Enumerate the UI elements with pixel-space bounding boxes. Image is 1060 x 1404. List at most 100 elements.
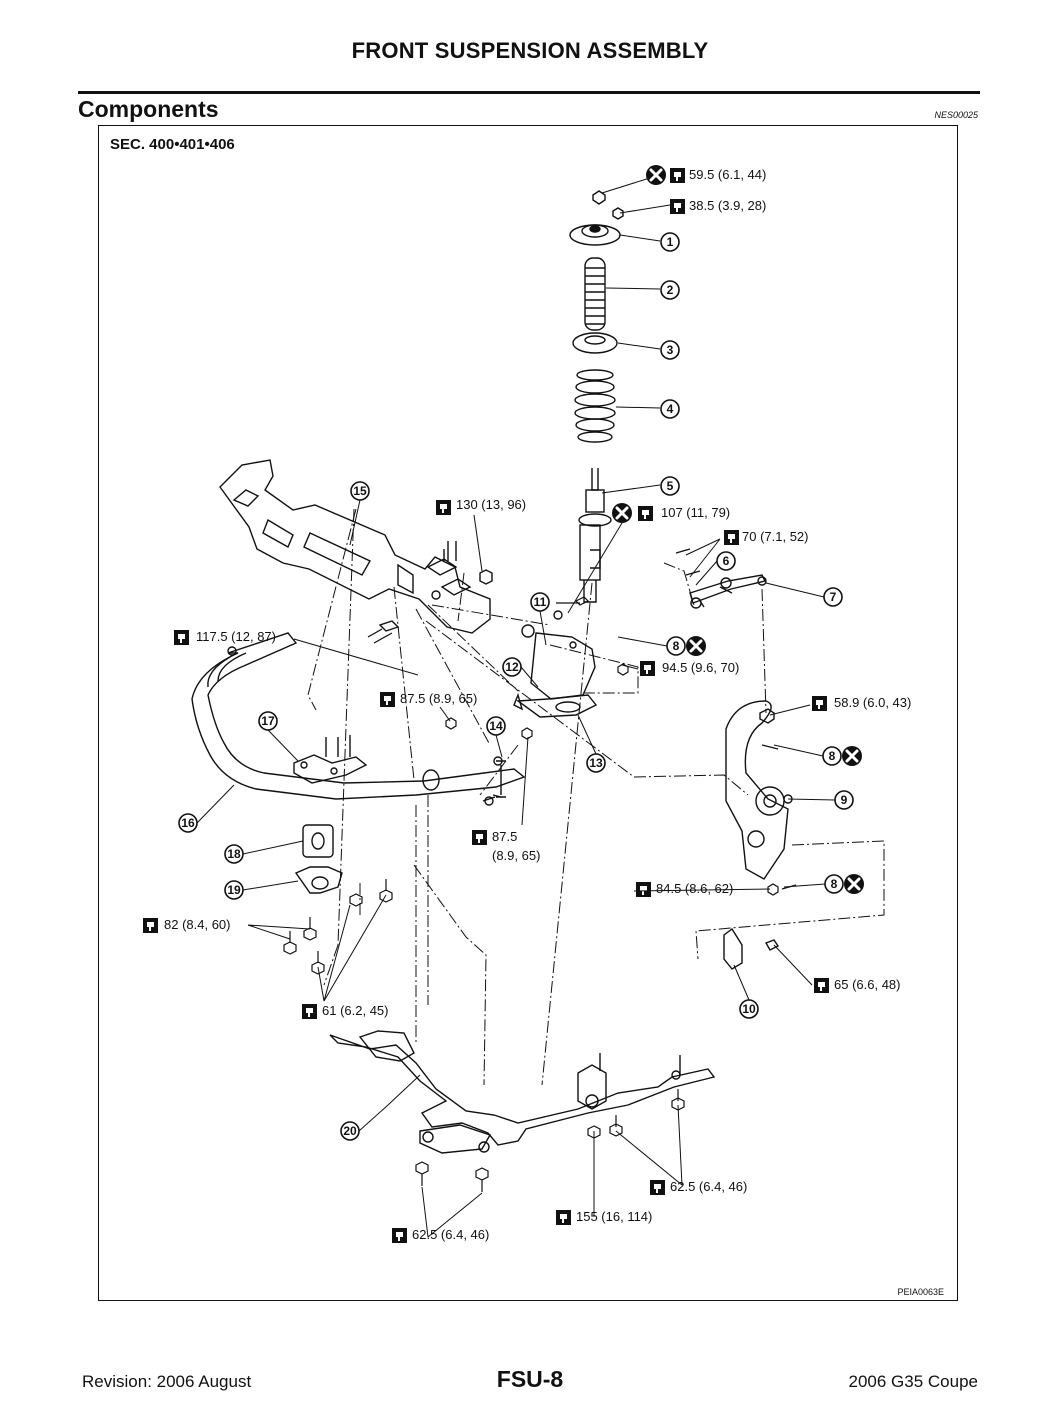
callout-15: 15 bbox=[350, 481, 370, 501]
stabilizer-bar bbox=[191, 632, 526, 800]
assembly-lines bbox=[307, 508, 885, 1086]
torque-label: 87.5 (8.9, 65) bbox=[400, 691, 477, 706]
torque-wrench-icon bbox=[670, 199, 685, 214]
do-not-reuse-icon bbox=[842, 872, 866, 896]
footer-model: 2006 G35 Coupe bbox=[848, 1372, 979, 1391]
diagram-frame bbox=[98, 125, 958, 1301]
svg-text:2: 2 bbox=[667, 283, 674, 297]
svg-text:5: 5 bbox=[667, 479, 674, 493]
svg-text:8: 8 bbox=[673, 639, 680, 653]
knuckle-bracket bbox=[723, 927, 780, 970]
svg-text:1: 1 bbox=[667, 235, 674, 249]
svg-text:14: 14 bbox=[489, 719, 503, 733]
upper-link bbox=[675, 548, 767, 609]
torque-wrench-icon bbox=[392, 1228, 407, 1243]
svg-text:15: 15 bbox=[353, 484, 367, 498]
svg-text:7: 7 bbox=[830, 590, 837, 604]
callout-19: 19 bbox=[224, 880, 244, 900]
do-not-reuse-icon bbox=[840, 744, 864, 768]
callout-11: 11 bbox=[530, 592, 550, 612]
torque-wrench-icon bbox=[174, 630, 189, 645]
svg-text:16: 16 bbox=[181, 816, 195, 830]
torque-label: 65 (6.6, 48) bbox=[834, 977, 901, 992]
torque-label: 117.5 (12, 87) bbox=[196, 629, 276, 644]
footer-revision: Revision: 2006 August bbox=[82, 1372, 252, 1391]
svg-text:9: 9 bbox=[841, 793, 848, 807]
section-code: NES00025 bbox=[934, 110, 978, 120]
torque-label: 38.5 (3.9, 28) bbox=[689, 198, 766, 213]
torque-wrench-icon bbox=[556, 1210, 571, 1225]
do-not-reuse-icon bbox=[684, 634, 708, 658]
figure-code: PEIA0063E bbox=[897, 1287, 944, 1297]
torque-wrench-icon bbox=[436, 500, 451, 515]
torque-label: 59.5 (6.1, 44) bbox=[689, 167, 766, 182]
torque-label: 130 (13, 96) bbox=[456, 497, 526, 512]
svg-text:20: 20 bbox=[343, 1124, 357, 1138]
brace-bolts bbox=[415, 1089, 685, 1192]
strut-assembly bbox=[569, 190, 624, 603]
torque-wrench-icon bbox=[472, 830, 487, 845]
bushing-clamp-19 bbox=[294, 866, 343, 894]
callout-16: 16 bbox=[178, 813, 198, 833]
torque-wrench-icon bbox=[650, 1180, 665, 1195]
section-title: Components bbox=[78, 96, 219, 122]
cross-brace bbox=[329, 1030, 716, 1154]
callout-9: 9 bbox=[834, 790, 854, 810]
callout-5: 5 bbox=[660, 476, 680, 496]
stabilizer-link bbox=[482, 756, 506, 806]
svg-text:8: 8 bbox=[831, 877, 838, 891]
bushing-clamp-17 bbox=[293, 735, 368, 784]
callout-8c: 8 bbox=[824, 874, 844, 894]
callout-1: 1 bbox=[660, 232, 680, 252]
torque-label: 84.5 (8.6, 62) bbox=[656, 881, 733, 896]
torque-wrench-icon bbox=[636, 882, 651, 897]
callout-8a: 8 bbox=[666, 636, 686, 656]
do-not-reuse-icon bbox=[610, 501, 634, 525]
torque-label: 155 (16, 114) bbox=[576, 1209, 652, 1224]
torque-label: 87.5 bbox=[492, 829, 517, 844]
torque-wrench-icon bbox=[670, 168, 685, 183]
steering-knuckle bbox=[725, 700, 793, 880]
callout-12: 12 bbox=[502, 657, 522, 677]
torque-wrench-icon bbox=[638, 506, 653, 521]
svg-text:12: 12 bbox=[505, 660, 519, 674]
callout-7: 7 bbox=[823, 587, 843, 607]
torque-label: 107 (11, 79) bbox=[661, 505, 730, 520]
callout-4: 4 bbox=[660, 399, 680, 419]
sec-label: SEC. 400•401•406 bbox=[110, 136, 235, 153]
torque-label: 70 (7.1, 52) bbox=[742, 529, 809, 544]
torque-label: 58.9 (6.0, 43) bbox=[834, 695, 911, 710]
svg-text:13: 13 bbox=[589, 756, 603, 770]
callout-17: 17 bbox=[258, 711, 278, 731]
callout-3: 3 bbox=[660, 340, 680, 360]
torque-wrench-icon bbox=[380, 692, 395, 707]
bolts bbox=[283, 596, 797, 975]
torque-label: 62.5 (6.4, 46) bbox=[670, 1179, 747, 1194]
torque-label: 61 (6.2, 45) bbox=[322, 1003, 389, 1018]
callout-10: 10 bbox=[739, 999, 759, 1019]
torque-wrench-icon bbox=[812, 696, 827, 711]
callout-8b: 8 bbox=[822, 746, 842, 766]
torque-wrench-icon bbox=[724, 530, 739, 545]
callout-18: 18 bbox=[224, 844, 244, 864]
svg-text:3: 3 bbox=[667, 343, 674, 357]
torque-label: 62.5 (6.4, 46) bbox=[412, 1227, 489, 1242]
torque-wrench-icon bbox=[640, 661, 655, 676]
torque-labels: 59.5 (6.1, 44) 38.5 (3.9, 28) 130 (13, 9… bbox=[143, 163, 911, 1243]
torque-label: 94.5 (9.6, 70) bbox=[662, 660, 739, 675]
torque-label: 82 (8.4, 60) bbox=[164, 917, 231, 932]
callout-2: 2 bbox=[660, 280, 680, 300]
svg-text:17: 17 bbox=[261, 714, 275, 728]
svg-text:18: 18 bbox=[227, 847, 241, 861]
torque-label: (8.9, 65) bbox=[492, 848, 540, 863]
torque-wrench-icon bbox=[143, 918, 158, 933]
header-rule bbox=[78, 91, 980, 94]
do-not-reuse-icon bbox=[644, 163, 668, 187]
bushing-18 bbox=[302, 824, 334, 858]
svg-text:4: 4 bbox=[667, 402, 674, 416]
callout-14: 14 bbox=[486, 716, 506, 736]
callout-6: 6 bbox=[716, 551, 736, 571]
svg-text:11: 11 bbox=[534, 595, 547, 609]
torque-wrench-icon bbox=[814, 978, 829, 993]
callout-20: 20 bbox=[340, 1121, 360, 1141]
